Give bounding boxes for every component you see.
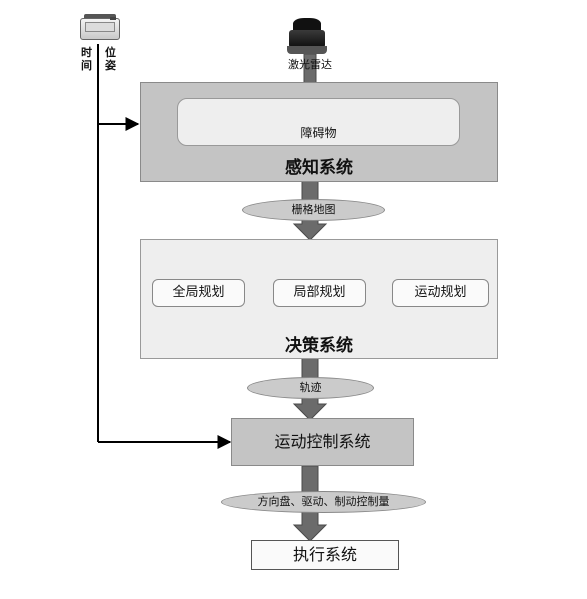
execution-system-box: 执行系统: [251, 540, 399, 570]
trajectory-ellipse: 轨迹: [247, 377, 374, 399]
gnss-device-icon: [80, 14, 120, 40]
perception-title: 感知系统: [285, 158, 353, 178]
obstacle-box: [177, 98, 460, 146]
obstacle-label: 障碍物: [300, 126, 337, 140]
global-planning-box: 全局规划: [152, 279, 245, 307]
lidar-icon: [287, 18, 327, 54]
grid-map-ellipse: 栅格地图: [242, 199, 385, 221]
lidar-label: 激光雷达: [288, 58, 332, 71]
decision-title: 决策系统: [285, 336, 353, 356]
motion-planning-box: 运动规划: [392, 279, 489, 307]
motion-control-system-box: 运动控制系统: [231, 418, 414, 466]
time-label: 时 间: [81, 46, 92, 72]
pose-label: 位 姿: [105, 46, 116, 72]
local-planning-box: 局部规划: [273, 279, 366, 307]
control-quantity-ellipse: 方向盘、驱动、制动控制量: [221, 491, 426, 513]
